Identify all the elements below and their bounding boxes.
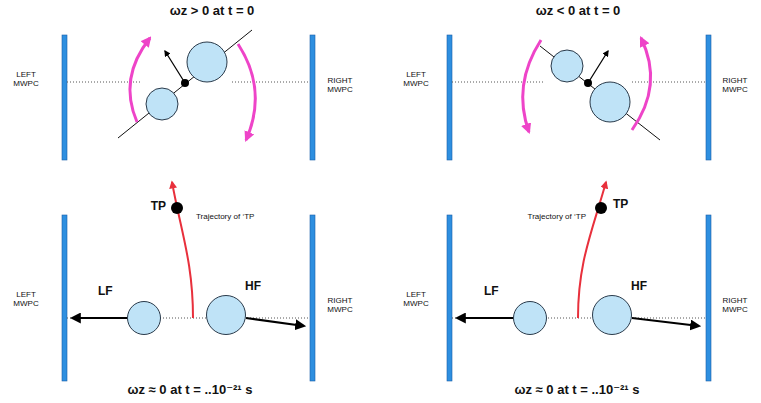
detector-label: RIGHT MWPC — [320, 76, 360, 94]
mwpc-bar — [706, 215, 711, 381]
mwpc-bar — [706, 35, 711, 160]
mwpc-bars — [62, 35, 711, 381]
heavy-fragment — [590, 82, 630, 122]
molecule-axis — [118, 30, 252, 138]
velocity-arrow — [632, 318, 699, 326]
fragment-circle: HF — [592, 295, 632, 335]
fragment-label: HF — [245, 280, 261, 293]
light-fragment — [551, 50, 583, 82]
dotted-axis — [67, 318, 310, 319]
tp-direction-arrow — [588, 51, 608, 83]
velocity-arrow — [246, 318, 304, 326]
ternary-particle-dot — [171, 202, 183, 214]
dotted-axis — [632, 82, 706, 83]
dotted-axis — [232, 82, 310, 83]
tp-direction-arrow — [165, 51, 185, 83]
panel-heading: ωz > 0 at t = 0 — [102, 4, 322, 19]
detector-label: LEFT MWPC — [6, 70, 46, 88]
time-note: ωz ≈ 0 at t = ..10⁻²¹ s — [80, 383, 300, 398]
detector-label: RIGHT MWPC — [714, 296, 756, 314]
mwpc-bar — [62, 215, 67, 381]
rotation-arrow — [130, 38, 150, 122]
velocity-arrow — [72, 317, 127, 319]
light-fragment — [146, 88, 178, 120]
rotating-molecule — [540, 46, 660, 140]
fragment-circle: HF — [206, 295, 246, 335]
detector-label: LEFT MWPC — [6, 290, 46, 308]
velocity-arrow — [457, 317, 513, 319]
mwpc-bar — [62, 35, 67, 160]
heavy-fragment — [187, 42, 227, 82]
ternary-particle-dot — [181, 79, 189, 87]
mwpc-bar — [310, 215, 315, 381]
rotating-molecule — [118, 30, 252, 138]
mwpc-bar — [447, 35, 452, 160]
trajectory-label: Trajectory of ‘TP — [196, 212, 286, 221]
fragment-label: LF — [98, 285, 113, 298]
detector-label: RIGHT MWPC — [714, 76, 756, 94]
tp-trajectory — [172, 182, 193, 318]
ternary-particle-dot — [595, 202, 607, 214]
mwpc-bar — [447, 215, 452, 381]
detector-label: LEFT MWPC — [396, 290, 436, 308]
rotation-arrow — [523, 40, 541, 132]
mwpc-bar — [310, 35, 315, 160]
particle-label: TP — [140, 200, 166, 214]
molecule-axis — [540, 46, 660, 140]
trajectory-label: Trajectory of ‘TP — [490, 212, 586, 221]
rotation-arrow — [238, 44, 255, 140]
ternary-particle-dot — [584, 79, 592, 87]
detector-label: LEFT MWPC — [396, 70, 436, 88]
detector-label: RIGHT MWPC — [320, 296, 360, 314]
fragment-circle: LF — [513, 301, 547, 335]
dotted-axes — [67, 82, 706, 318]
time-note: ωz ≈ 0 at t = ..10⁻²¹ s — [467, 383, 687, 398]
fragment-circle: LF — [127, 301, 161, 335]
dotted-axis — [452, 82, 545, 83]
rotation-arrow — [632, 38, 651, 130]
panel-heading: ωz < 0 at t = 0 — [468, 4, 688, 19]
fragment-label: LF — [484, 285, 499, 298]
fragment-label: HF — [631, 280, 647, 293]
particle-label: TP — [613, 198, 643, 212]
